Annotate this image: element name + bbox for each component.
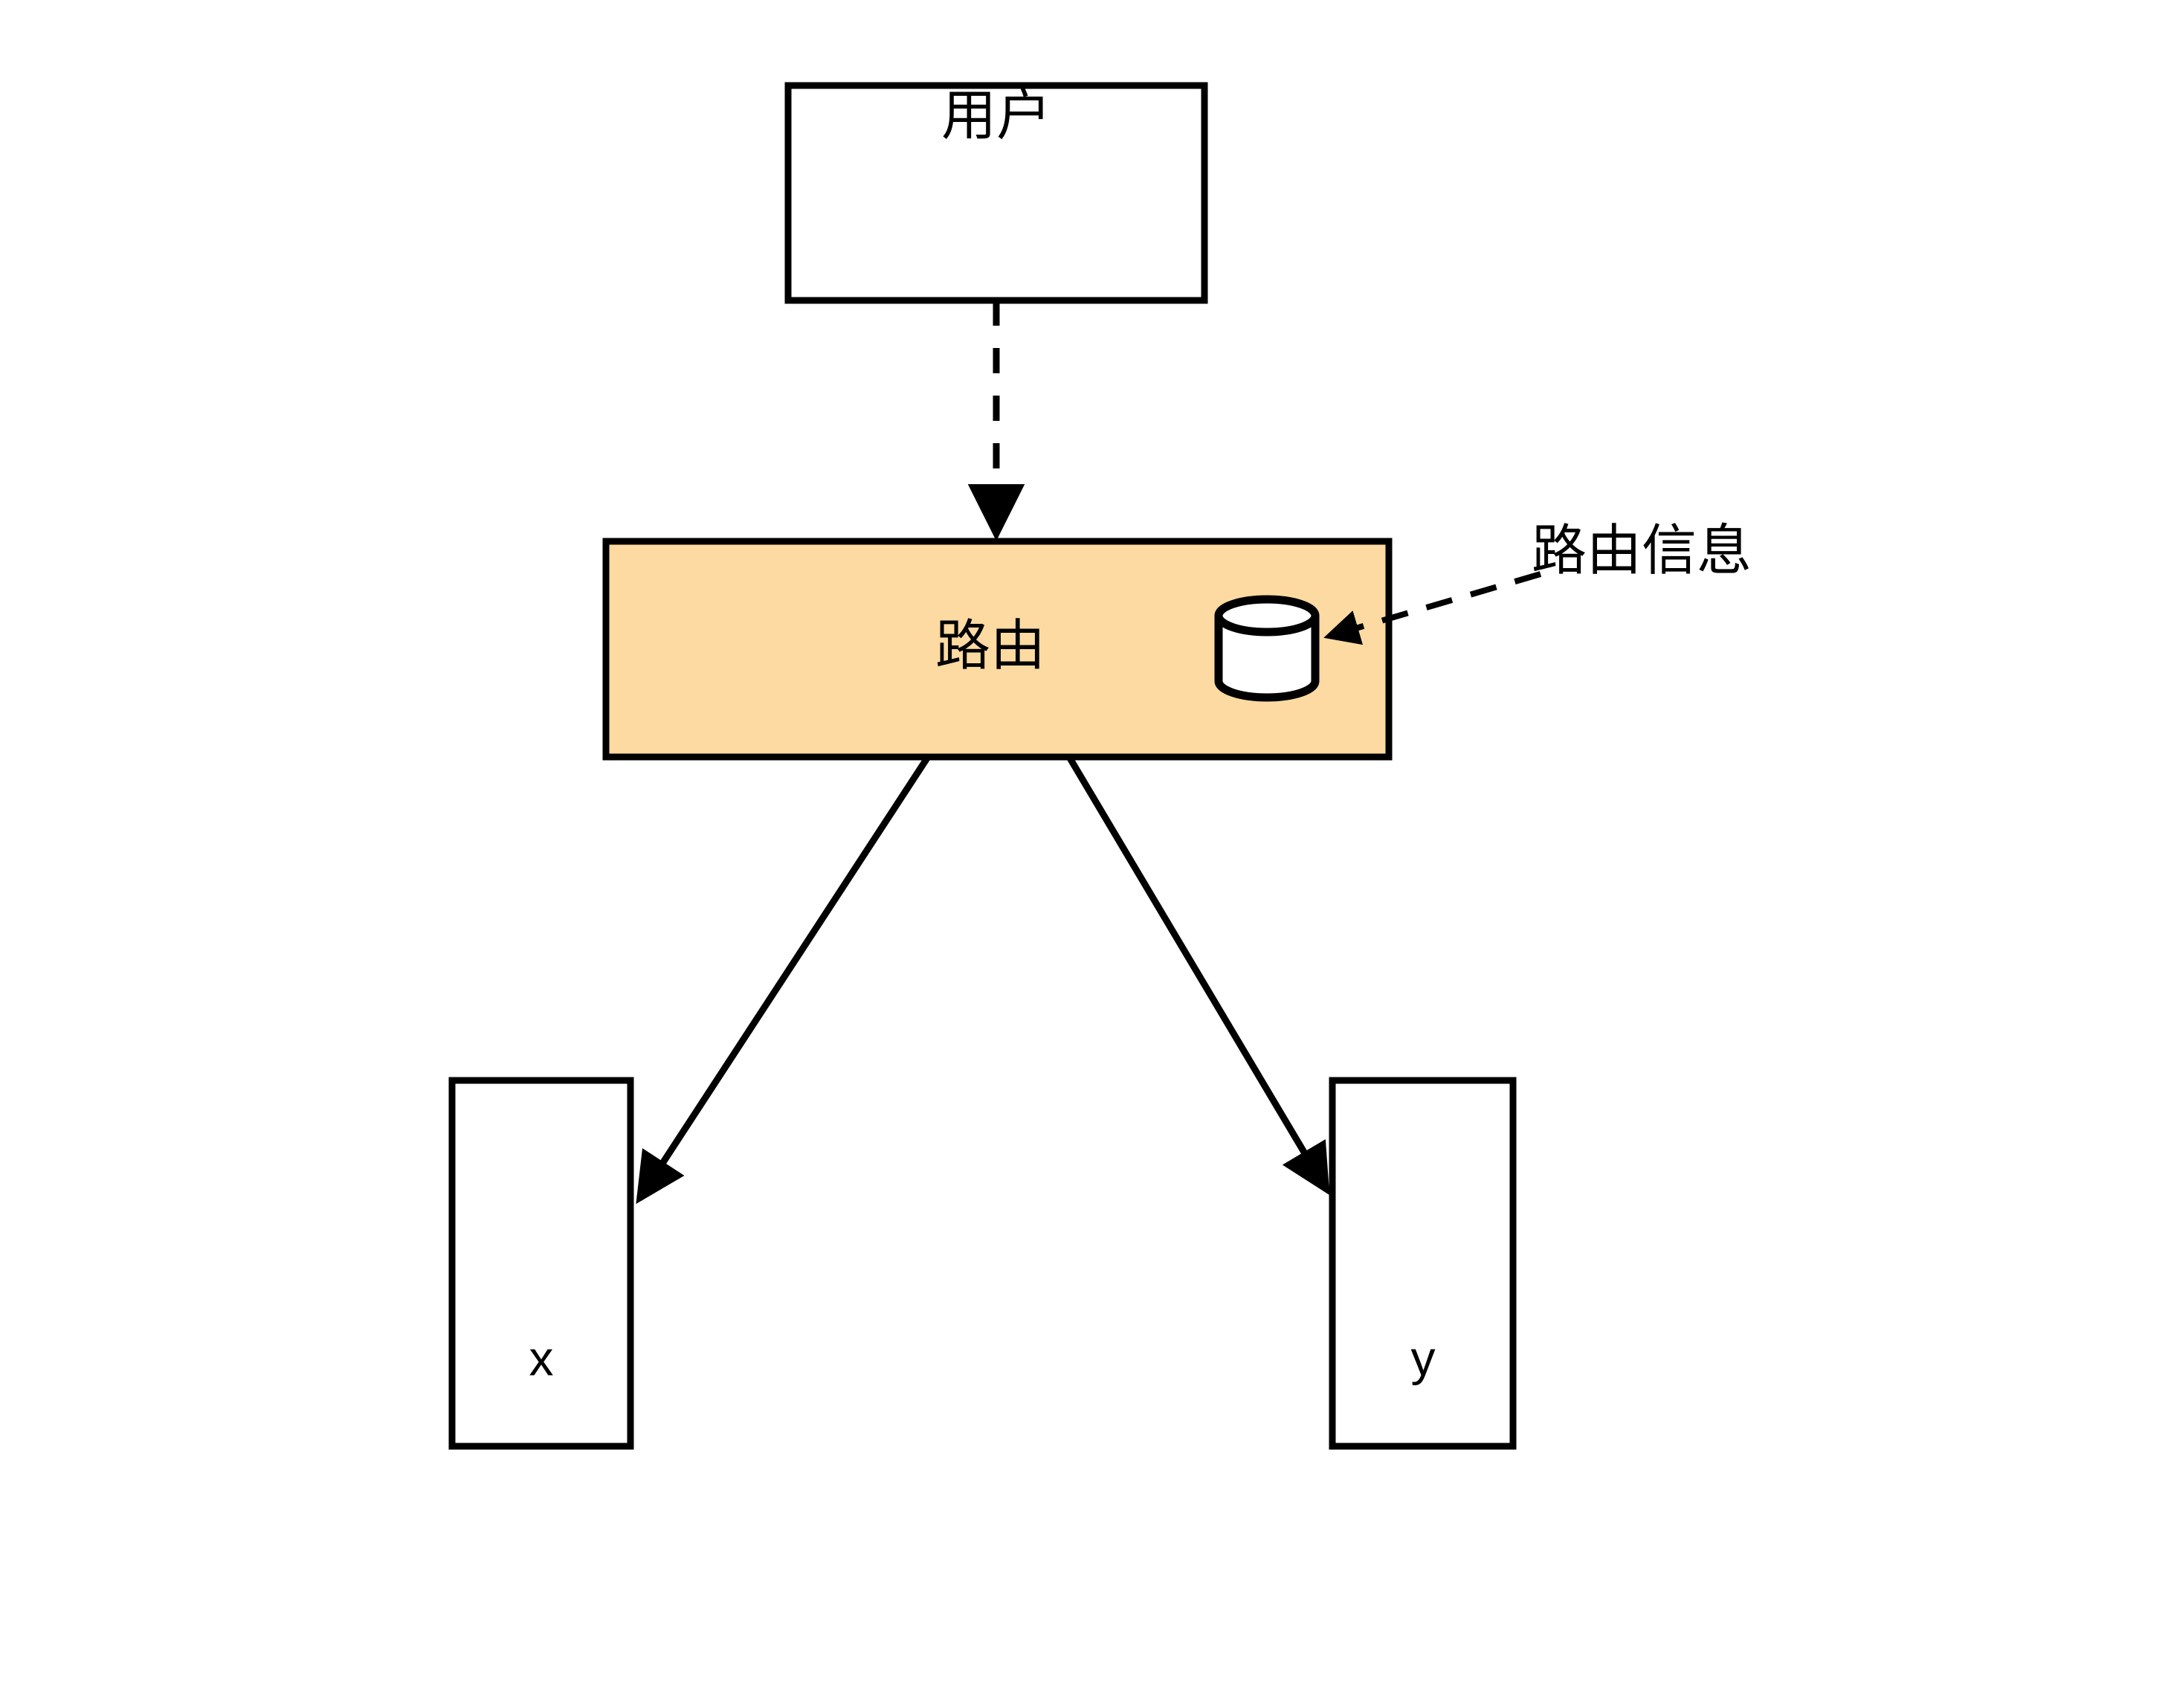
edge-router-to-y-line [1066,755,1330,1196]
node-x[interactable]: x [448,1077,634,1450]
node-user[interactable]: 用户 [784,82,1208,304]
node-router[interactable]: 路由 [602,538,1393,761]
node-router-label: 路由 [935,614,1045,678]
database-icon-body [1214,611,1320,702]
edge-label-to-database [1323,571,1542,645]
node-x-label: x [529,1330,554,1385]
route-info-annotation: 路由信息 [1532,519,1752,583]
node-x-rect[interactable] [448,1077,634,1450]
node-y-label: y [1411,1330,1436,1385]
database-icon-top [1214,595,1320,637]
edge-router-to-x-line [636,755,931,1205]
node-user-rect[interactable] [784,82,1208,304]
edge-label-to-database-line [1323,571,1542,645]
edge-router-to-x [636,755,931,1205]
database-icon[interactable] [1214,595,1320,702]
node-y[interactable]: y [1329,1077,1517,1450]
edge-router-to-y [1066,755,1330,1196]
route-info-label: 路由信息 [1532,519,1752,583]
node-y-rect[interactable] [1329,1077,1517,1450]
node-user-label: 用户 [941,84,1051,148]
